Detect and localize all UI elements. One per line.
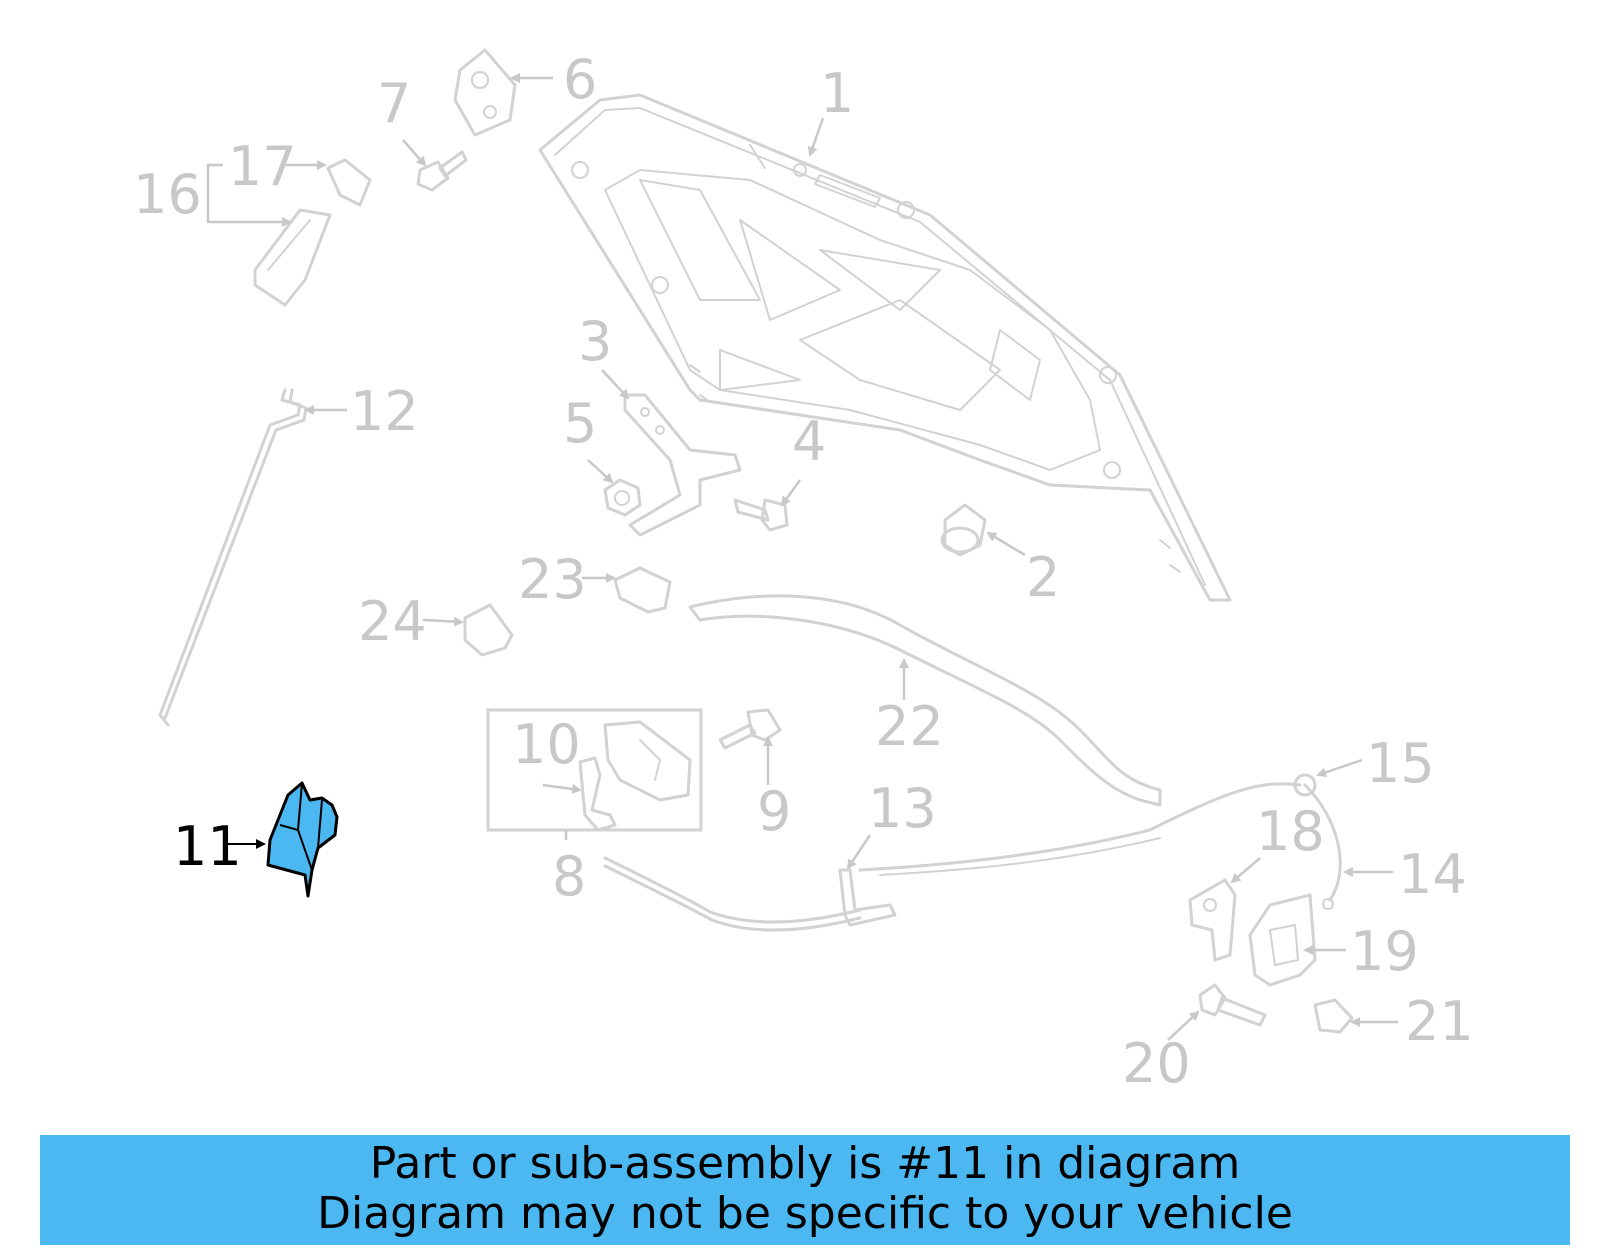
callout-9: 9 [757, 780, 791, 843]
callout-5: 5 [563, 392, 597, 455]
hood-hinge-part [623, 393, 742, 537]
callout-7: 7 [377, 72, 411, 135]
hood-bumper-part [940, 503, 987, 557]
callout-20: 20 [1122, 1032, 1191, 1095]
release-cable-part [603, 782, 1302, 932]
highlighted-part-11 [266, 781, 339, 898]
leader-lines [206, 73, 1398, 1041]
clip-part [326, 158, 372, 207]
info-banner: Part or sub-assembly is #11 in diagram D… [40, 1135, 1570, 1245]
callout-8: 8 [552, 845, 586, 908]
callout-4: 4 [792, 410, 826, 473]
callout-24: 24 [358, 590, 427, 653]
callout-22: 22 [875, 695, 944, 758]
callout-14: 14 [1398, 843, 1467, 906]
hinge-nut-part [603, 478, 642, 517]
block-24-part [463, 603, 514, 657]
callout-12: 12 [350, 380, 419, 443]
callout-21: 21 [1405, 990, 1474, 1053]
callout-23: 23 [518, 548, 587, 611]
hood-panel-part [538, 93, 1232, 602]
hinge-bolt-part [733, 498, 789, 532]
callout-13: 13 [868, 777, 937, 840]
latch-assembly-part [486, 708, 703, 832]
callout-3: 3 [578, 310, 612, 373]
callout-18: 18 [1256, 800, 1325, 863]
banner-line-1: Part or sub-assembly is #11 in diagram [369, 1138, 1241, 1189]
callout-15: 15 [1366, 732, 1435, 795]
callout-1: 1 [820, 62, 854, 125]
callout-17: 17 [228, 135, 297, 198]
cable-end-part [1293, 773, 1342, 910]
callout-2: 2 [1026, 546, 1060, 609]
callout-19: 19 [1350, 920, 1419, 983]
prop-rod-part [158, 388, 308, 727]
striker-part [1248, 893, 1317, 987]
clip-21-part [1313, 998, 1354, 1034]
callout-16: 16 [133, 163, 202, 226]
bolt-20-part [1198, 983, 1267, 1027]
callout-11: 11 [173, 815, 242, 878]
weatherstrip-part [688, 594, 1162, 807]
seal-part [253, 208, 332, 307]
bolt-9-part [718, 708, 782, 750]
callout-10: 10 [512, 713, 581, 776]
bracket-part [453, 48, 517, 137]
callout-6: 6 [563, 48, 597, 111]
banner-line-2: Diagram may not be specific to your vehi… [317, 1188, 1293, 1239]
clip-23-part [613, 566, 672, 614]
bracket-18-part [1188, 878, 1237, 962]
bracket-bolt-part [416, 150, 468, 192]
